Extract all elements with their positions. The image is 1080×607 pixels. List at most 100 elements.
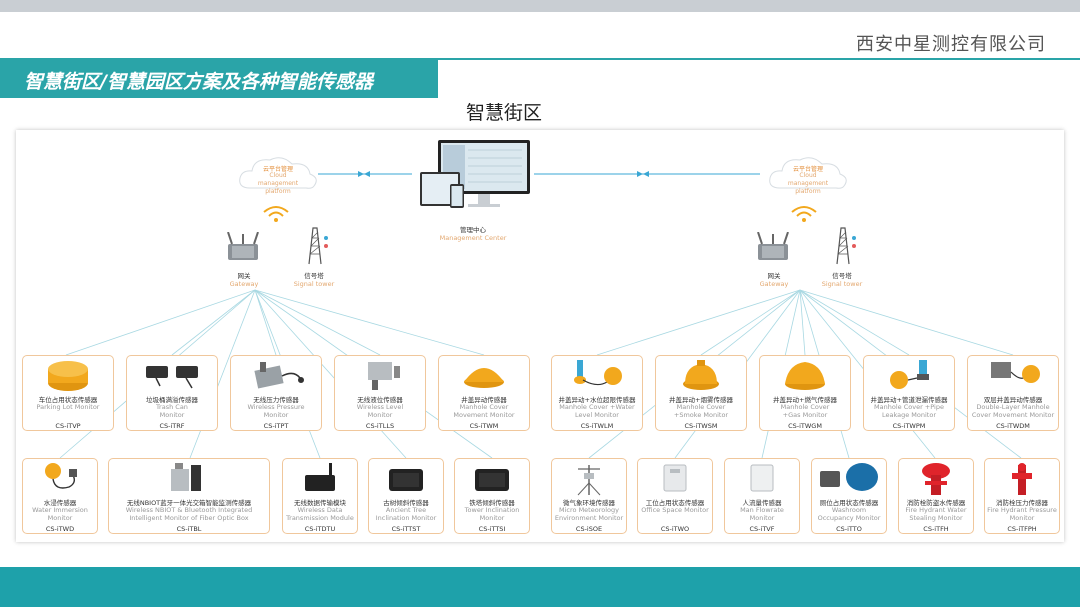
parking-sensor-icon [48, 361, 88, 391]
card-title-en: Wireless Level Monitor [356, 403, 404, 419]
tower-label-en: Signal tower [821, 280, 863, 288]
gateway-label-en: Gateway [229, 280, 259, 288]
cloud-icon [239, 157, 317, 189]
card-title-en: Micro Meteorology Environment Monitor [554, 506, 624, 522]
wifi-icon [791, 206, 817, 222]
pressure-sensor-icon [254, 362, 304, 389]
card-title-cn: 无线数据传输模块 [294, 499, 346, 507]
card-title-cn: 无线压力传感器 [253, 396, 299, 404]
card-title-cn: 消防栓防盗水传感器 [906, 499, 966, 507]
signal-tower-icon [308, 227, 328, 265]
card-model-code: CS-iTWGM [788, 422, 822, 430]
sensor-card-double-layer-manhole: 双层井盖异动传感器 Double-Layer Manhole Cover Mov… [967, 355, 1059, 431]
card-title-en: Trash Can Monitor [156, 403, 188, 419]
trash-sensor-icon [146, 366, 198, 389]
card-model-code: CS-iTVF [749, 525, 775, 533]
card-model-code: CS-iTWLM [580, 422, 614, 430]
card-title-en: Manhole Cover +Water Level Monitor [559, 403, 635, 419]
sensor-card-office-space: 工位占用状态传感器 Office Space Monitor CS-iTWO [637, 458, 713, 534]
gateway-label-cn: 网关 [237, 272, 251, 280]
cloud-platform-left: 云平台管理 Cloud management platform [236, 152, 320, 195]
weather-station-icon [577, 465, 601, 496]
sensor-card-micro-meteorology: 微气象环境传感器 Micro Meteorology Environment M… [551, 458, 627, 534]
card-model-code: CS-iTDTU [304, 525, 336, 533]
card-model-code: CS-iTVP [55, 422, 81, 430]
cloud-label-en: Cloud management platform [787, 172, 829, 195]
tower-label-cn: 信号塔 [304, 272, 324, 280]
fire-hydrant-pressure-icon [1012, 463, 1032, 495]
sensor-card-wireless-pressure: 无线压力传感器 Wireless Pressure Monitor CS-iTP… [230, 355, 322, 431]
sensor-card-parking-lot: 车位占用状态传感器 Parking Lot Monitor CS-iTVP [22, 355, 114, 431]
card-model-code: CS-iTWPM [892, 422, 926, 430]
card-title-cn: 人流量传感器 [742, 499, 782, 507]
card-title-en: Manhole Cover +Gas Monitor [780, 403, 830, 419]
cloud-icon [769, 157, 847, 189]
monitor-icon [420, 140, 530, 208]
water-immersion-sensor-icon [45, 463, 77, 489]
card-title-cn: 井盖异动+管道泄漏传感器 [870, 396, 948, 404]
tree-incline-sensor-icon [389, 469, 423, 491]
card-model-code: CS-iTFH [923, 525, 949, 533]
card-title-cn: 铁塔倾斜传感器 [469, 499, 515, 507]
card-model-code: CS-iTWO [660, 525, 690, 533]
gateway-label-en: Gateway [759, 280, 789, 288]
card-model-code: CS-iTWSM [684, 422, 718, 430]
card-model-code: CS-iTWM [469, 422, 499, 430]
header-divider [0, 58, 1080, 60]
card-title-cn: 双层井盖异动传感器 [983, 396, 1043, 404]
card-title-en: Fire Hydrant Pressure Monitor [987, 506, 1057, 522]
cloud-label-cn: 云平台管理 [792, 166, 823, 173]
tower-label-cn: 信号塔 [832, 272, 852, 280]
diagram-subtitle: 智慧街区 [466, 102, 543, 124]
card-title-en: Fire Hydrant Water Stealing Monitor [905, 506, 967, 522]
sensor-card-tower-inclination: 铁塔倾斜传感器 Tower Inclination Monitor CS-iTT… [454, 458, 530, 534]
manhole-water-sensor-icon [574, 360, 622, 386]
tower-incline-sensor-icon [475, 469, 509, 491]
card-model-code: CS-iTTSI [478, 525, 506, 533]
card-title-en: Wireless Pressure Monitor [247, 403, 305, 419]
card-model-code: CS-iTFPH [1007, 525, 1037, 533]
card-title-en: Wireless Data Transmission Module [286, 506, 354, 522]
card-title-cn: 井盖异动+烟雾传感器 [669, 396, 733, 404]
cloud-label-cn: 云平台管理 [262, 166, 293, 173]
card-title-cn: 消防栓压力传感器 [996, 499, 1048, 507]
sensor-card-ancient-tree: 古树倾斜传感器 Ancient Tree Inclination Monitor… [368, 458, 444, 534]
cloud-label-en: Cloud management platform [257, 172, 299, 195]
sensor-card-manhole-cover: 井盖异动传感器 Manhole Cover Movement Monitor C… [438, 355, 530, 431]
card-title-en: Washroom Occupancy Monitor [817, 506, 881, 522]
signal-tower-icon [836, 227, 856, 265]
card-title-en: Double-Layer Manhole Cover Movement Moni… [971, 403, 1055, 419]
manhole-sensor-icon [464, 368, 504, 388]
sensor-card-data-transmission: 无线数据传输模块 Wireless Data Transmission Modu… [282, 458, 358, 534]
level-sensor-icon [368, 362, 400, 390]
sensor-card-water-immersion: 水浸传感器 Water Immersion Monitor CS-iTWD [22, 458, 98, 534]
card-title-cn: 微气象环境传感器 [563, 499, 615, 507]
company-name: 西安中星测控有限公司 [856, 34, 1046, 55]
card-title-cn: 井盖异动+水位超限传感器 [558, 396, 636, 404]
card-model-code: CS-iTPT [263, 422, 289, 430]
card-title-cn: 井盖异动+燃气传感器 [773, 396, 837, 404]
card-title-cn: 井盖异动传感器 [461, 396, 507, 404]
management-center-cn: 管理中心 [460, 226, 486, 234]
management-center: 管理中心 Management Center [412, 138, 534, 248]
card-title-en: Wireless NBIOT & Bluetooth Integrated In… [125, 506, 253, 522]
cloud-platform-right: 云平台管理 Cloud management platform [766, 152, 850, 195]
card-title-en: Manhole Cover +Smoke Monitor [673, 403, 729, 419]
card-title-en: Water Immersion Monitor [32, 506, 88, 522]
gateway-label-cn: 网关 [767, 272, 781, 280]
sensor-card-man-flowrate: 人流量传感器 Man Flowrate Monitor CS-iTVF [724, 458, 800, 534]
management-center-en: Management Center [439, 234, 507, 242]
sensor-card-manhole-smoke: 井盖异动+烟雾传感器 Manhole Cover +Smoke Monitor … [655, 355, 747, 431]
card-title-cn: 车位占用状态传感器 [38, 396, 98, 404]
card-model-code: CS-iTTO [836, 525, 862, 533]
card-title-cn: 无线NBIOT蓝牙一体光交箱智能监测传感器 [126, 499, 252, 507]
card-model-code: CS-iTWDM [996, 422, 1030, 430]
smoke-sensor-icon [683, 360, 719, 390]
card-title-cn: 厕位占用状态传感器 [819, 499, 879, 507]
sensor-card-fire-hydrant-water: 消防栓防盗水传感器 Fire Hydrant Water Stealing Mo… [898, 458, 974, 534]
sensor-card-fire-hydrant-pressure: 消防栓压力传感器 Fire Hydrant Pressure Monitor C… [984, 458, 1060, 534]
gateway-icon [757, 232, 789, 260]
card-title-cn: 垃圾桶满溢传感器 [146, 396, 198, 404]
card-title-en: Ancient Tree Inclination Monitor [375, 506, 437, 522]
card-title-en: Parking Lot Monitor [36, 403, 100, 411]
